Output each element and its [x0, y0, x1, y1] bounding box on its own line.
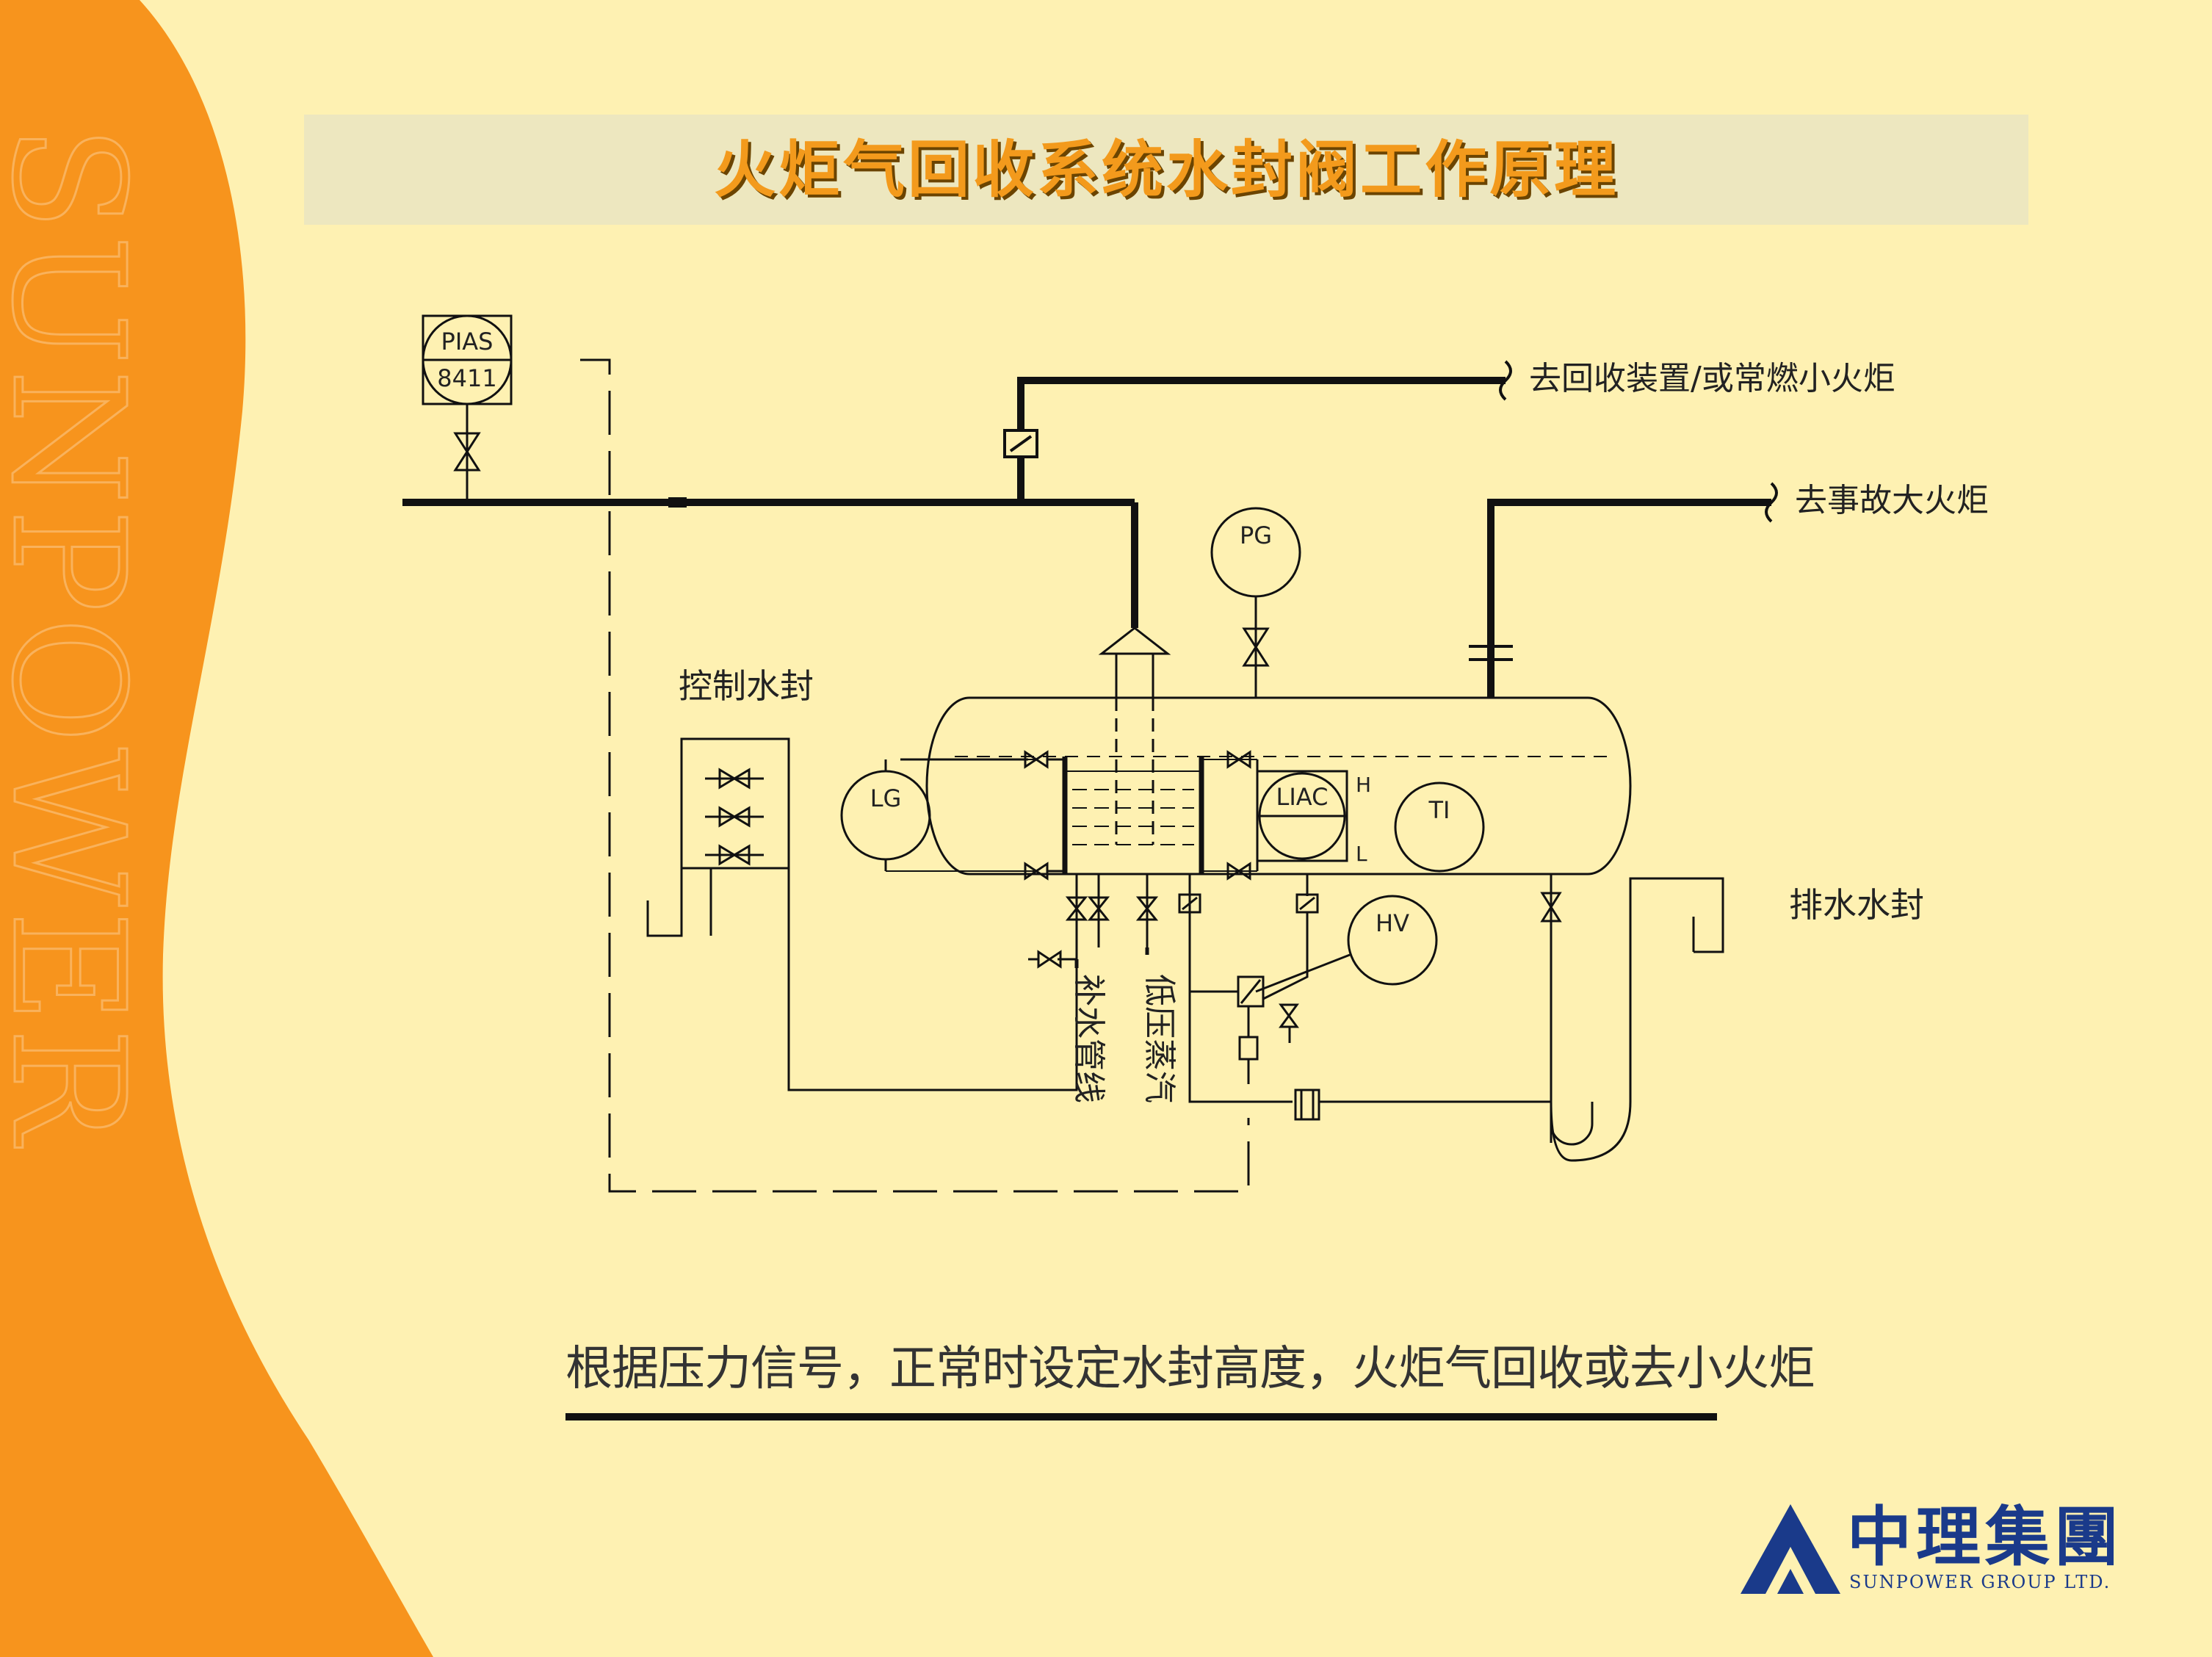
lg-gauge [840, 750, 1065, 881]
lg-label: LG [870, 784, 902, 812]
signal-line [580, 358, 1250, 1193]
pg-gauge [1210, 507, 1301, 698]
to-emergency-label: 去事故大火炬 [1795, 482, 1989, 519]
logo-chinese-name: 中理集團 [1847, 1498, 2124, 1575]
hv-label: HV [1376, 909, 1409, 937]
level-high-label: H [1356, 773, 1371, 797]
ti-gauge [1394, 781, 1485, 873]
to-recovery-label: 去回收装置/或常燃小火炬 [1529, 360, 1895, 397]
emergency-flange [1469, 645, 1513, 661]
control-seal-label: 控制水封 [679, 666, 814, 706]
logo-mark-icon [1741, 1504, 1840, 1594]
logo-english-name: SUNPOWER GROUP LTD. [1849, 1572, 2111, 1592]
makeup-water-label: 补水管线 [1070, 974, 1107, 1103]
caption-underline [565, 1413, 1717, 1420]
recovery-pipe-break [1499, 360, 1512, 401]
title-bar [304, 115, 2028, 225]
dip-pipe [1098, 627, 1171, 845]
pias-instrument [422, 314, 513, 502]
liac-instrument [1201, 750, 1348, 881]
drain-seal-label: 排水水封 [1789, 885, 1924, 925]
drain-water-seal [1540, 874, 1724, 1162]
recovery-pipe [1017, 377, 1506, 502]
pias-label-bottom: 8411 [437, 364, 496, 392]
caption-text: 根据压力信号，正常时设定水封高度，火炬气回收或去小火炬 [565, 1342, 1815, 1396]
pias-label-top: PIAS [441, 328, 494, 355]
recovery-check-valve [1003, 429, 1038, 458]
control-water-seal [646, 737, 1078, 1091]
liac-label: LIAC [1276, 783, 1329, 811]
emergency-pipe [1487, 499, 1771, 698]
emergency-pipe-break [1765, 482, 1778, 523]
company-logo: 中理集團 SUNPOWER GROUP LTD. [1733, 1484, 2130, 1609]
seal-chamber [1062, 757, 1204, 874]
page-title: 火炬气回收系统水封阀工作原理 [713, 133, 1619, 206]
level-low-label: L [1356, 842, 1367, 866]
hv-control-valve [1178, 874, 1551, 1121]
watermark-text: SUNPOWER [0, 125, 158, 1148]
bottom-valves [1028, 874, 1159, 969]
pg-label: PG [1240, 521, 1272, 549]
low-pressure-steam-label: 低压蒸汽 [1141, 974, 1178, 1103]
orange-band [0, 0, 433, 1657]
diagram-labels: PIAS 8411 PG LG LIAC TI HV H L 去回收装置/或常燃… [437, 328, 1989, 1103]
ti-label: TI [1428, 796, 1450, 824]
main-inlet-pipe [402, 499, 1138, 628]
